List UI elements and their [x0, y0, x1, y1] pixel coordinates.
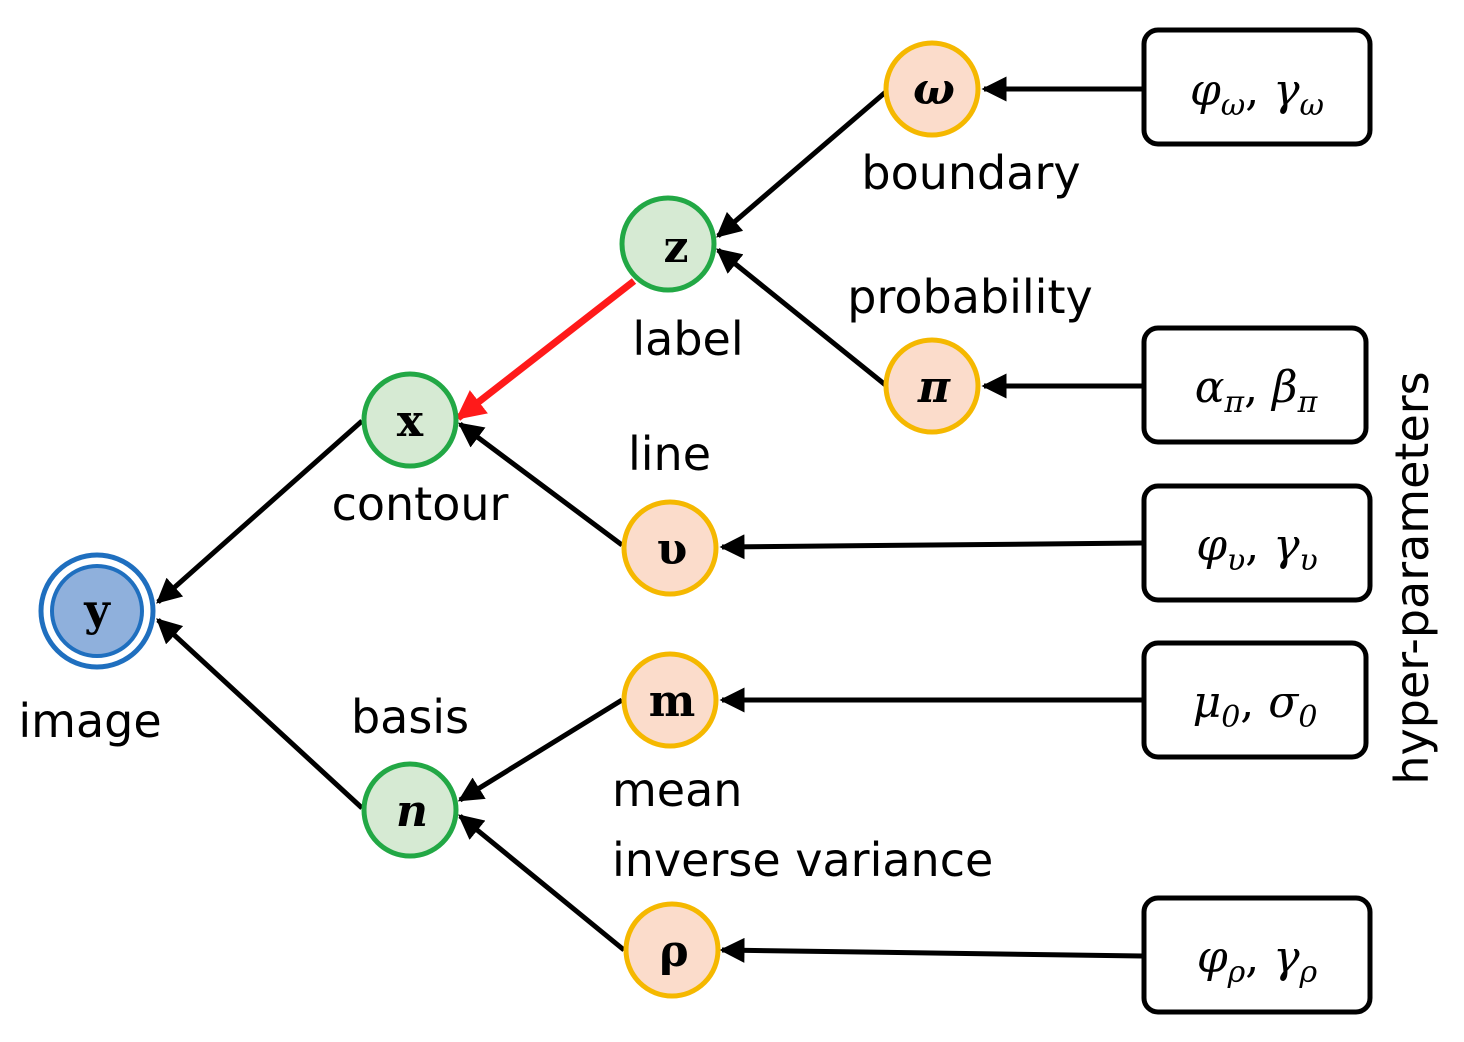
node-n-label: basis	[351, 690, 469, 744]
hyperparameters-title: hyper-parameters	[1385, 371, 1439, 784]
node-x-label: contour	[332, 477, 509, 531]
node-v-label: line	[628, 427, 711, 481]
node-omega-symbol: ω	[913, 64, 955, 115]
node-omega-label: boundary	[861, 146, 1080, 200]
node-pi-symbol: π	[917, 362, 951, 413]
hp-m-text: μ0, σ0	[1193, 677, 1318, 735]
hyperparameter-box-rho: φρ, γρ	[1141, 895, 1373, 1015]
node-x-symbol: x	[397, 396, 424, 447]
node-pi-label: probability	[847, 270, 1092, 324]
node-rho-label: inverse variance	[612, 833, 993, 887]
node-m-symbol: m	[649, 676, 696, 727]
edge-omega-to-z	[716, 88, 890, 238]
node-y: y	[38, 552, 156, 670]
edge-m-to-n	[457, 697, 624, 803]
edge-pi-to-z	[716, 248, 890, 389]
edge-v-to-x	[457, 421, 624, 548]
node-n: n	[361, 761, 459, 859]
node-z: z	[619, 195, 717, 293]
edge-z-to-x-highlight	[455, 278, 637, 421]
node-y-label: image	[18, 694, 161, 748]
edge-rho-to-n	[458, 814, 626, 952]
hp-omega-text: φω, γω	[1190, 65, 1324, 123]
hp-v-text: φυ, γυ	[1196, 520, 1318, 578]
node-rho-symbol: ρ	[659, 926, 688, 977]
hyperparameter-box-pi: απ, βπ	[1141, 325, 1369, 445]
edge-hp-rho	[719, 937, 1143, 963]
node-n-symbol: n	[396, 786, 428, 837]
node-rho: ρ	[623, 901, 721, 999]
hp-pi-text: απ, βπ	[1195, 362, 1319, 420]
node-z-label: label	[632, 312, 743, 366]
edge-hp-v	[719, 534, 1143, 560]
edge-x-to-y	[156, 419, 364, 604]
node-y-symbol: y	[83, 585, 111, 636]
node-m-label: mean	[612, 763, 742, 817]
hp-rho-text: φρ, γρ	[1197, 932, 1318, 990]
node-omega: ω	[883, 40, 981, 138]
hyperparameter-box-omega: φω, γω	[1141, 27, 1373, 147]
edge-n-to-y	[156, 618, 364, 810]
node-v-symbol: υ	[657, 524, 688, 575]
edges	[156, 76, 1143, 963]
node-x: x	[361, 371, 459, 469]
hyperparameter-box-m: μ0, σ0	[1141, 640, 1369, 760]
node-m: m	[621, 651, 719, 749]
node-pi: π	[883, 337, 981, 435]
hyperparameter-box-v: φυ, γυ	[1141, 483, 1373, 603]
node-v: υ	[621, 499, 719, 597]
node-z-symbol: z	[664, 222, 689, 273]
